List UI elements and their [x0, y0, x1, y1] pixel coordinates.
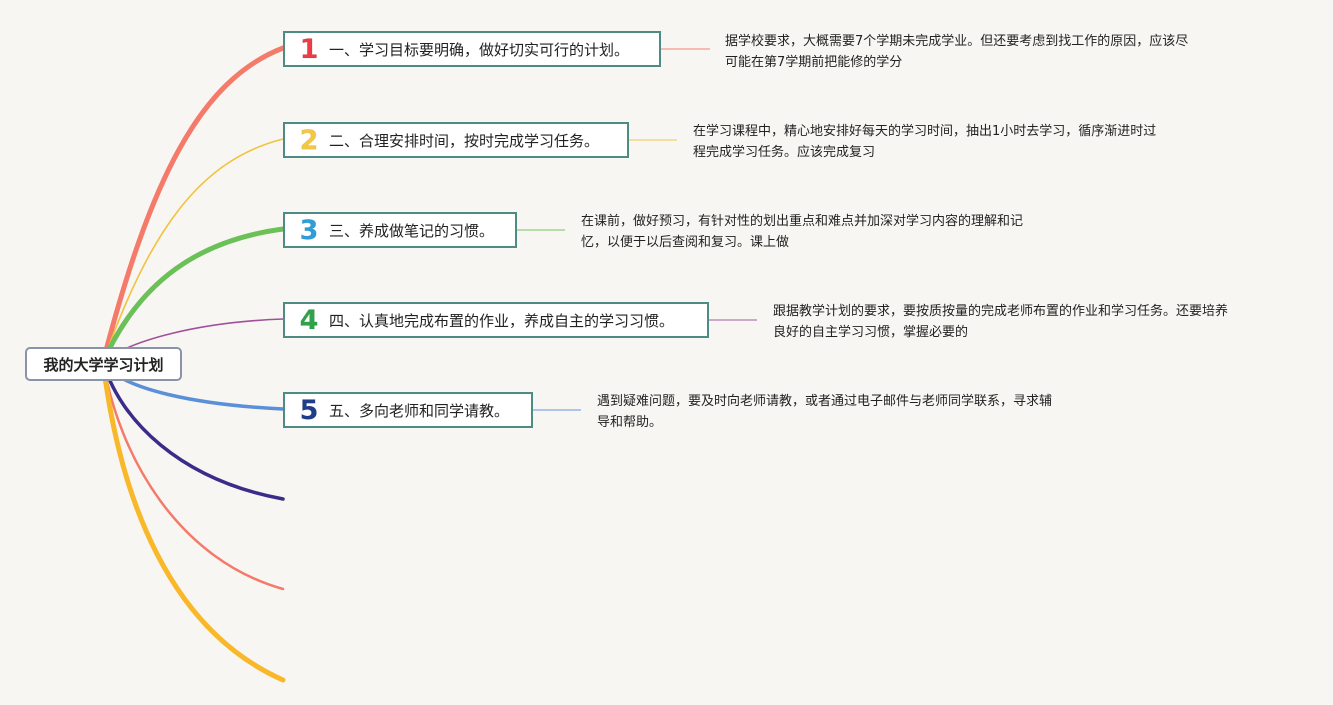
note-1[interactable]: 据学校要求，大概需要7个学期未完成学业。但还要考虑到找工作的原因，应该尽 可能在… — [725, 31, 1188, 73]
root-topic-label: 我的大学学习计划 — [43, 355, 164, 374]
branch-line-1 — [100, 45, 286, 365]
note-2-line-1: 在学习课程中，精心地安排好每天的学习时间，抽出1小时去学习，循序渐进时过 — [693, 124, 1157, 139]
topic-5[interactable]: 5 五、多向老师和同学请教。 — [283, 392, 533, 428]
note-2[interactable]: 在学习课程中，精心地安排好每天的学习时间，抽出1小时去学习，循序渐进时过 程完成… — [693, 121, 1156, 163]
topic-3-label: 三、养成做笔记的习惯。 — [329, 221, 495, 240]
topic-1-label: 一、学习目标要明确，做好切实可行的计划。 — [329, 40, 630, 59]
branch-line-2 — [102, 138, 284, 363]
note-5[interactable]: 遇到疑难问题，要及时向老师请教，或者通过电子邮件与老师同学联系，寻求辅 导和帮助… — [597, 391, 1052, 433]
note-4-line-1: 跟据教学计划的要求，要按质按量的完成老师布置的作业和学习任务。还要培养 — [773, 304, 1229, 319]
topic-4-number-icon: 4 — [299, 304, 319, 336]
root-topic[interactable]: 我的大学学习计划 — [25, 347, 182, 381]
topic-1-number-icon: 1 — [299, 33, 319, 65]
topic-3[interactable]: 3 三、养成做笔记的习惯。 — [283, 212, 517, 248]
note-5-line-1: 遇到疑难问题，要及时向老师请教，或者通过电子邮件与老师同学联系，寻求辅 — [597, 394, 1053, 409]
topic-2[interactable]: 2 二、合理安排时间，按时完成学习任务。 — [283, 122, 629, 158]
note-4-line-2: 良好的自主学习习惯，掌握必要的 — [773, 325, 969, 340]
note-5-line-2: 导和帮助。 — [597, 415, 663, 430]
topic-4-label: 四、认真地完成布置的作业，养成自主的学习习惯。 — [329, 311, 675, 330]
topic-2-number-icon: 2 — [299, 124, 319, 156]
topic-4[interactable]: 4 四、认真地完成布置的作业，养成自主的学习习惯。 — [283, 302, 709, 338]
note-3[interactable]: 在课前，做好预习，有针对性的划出重点和难点并加深对学习内容的理解和记 忆，以便于… — [581, 211, 1023, 253]
note-3-line-2: 忆，以便于以后查阅和复习。课上做 — [581, 235, 790, 250]
topic-5-number-icon: 5 — [299, 394, 319, 426]
topic-1[interactable]: 1 一、学习目标要明确，做好切实可行的计划。 — [283, 31, 661, 67]
note-4[interactable]: 跟据教学计划的要求，要按质按量的完成老师布置的作业和学习任务。还要培养 良好的自… — [773, 301, 1228, 343]
branch-line-3 — [100, 226, 286, 365]
branch-line-6 — [101, 360, 285, 501]
topic-3-number-icon: 3 — [299, 214, 319, 246]
note-2-line-2: 程完成学习任务。应该完成复习 — [693, 145, 876, 160]
branch-line-7 — [101, 360, 285, 591]
note-1-line-2: 可能在第7学期前把能修的学分 — [725, 55, 903, 70]
topic-2-label: 二、合理安排时间，按时完成学习任务。 — [329, 131, 600, 150]
topic-5-label: 五、多向老师和同学请教。 — [329, 401, 510, 420]
note-1-line-1: 据学校要求，大概需要7个学期未完成学业。但还要考虑到找工作的原因，应该尽 — [725, 34, 1189, 49]
note-3-line-1: 在课前，做好预习，有针对性的划出重点和难点并加深对学习内容的理解和记 — [581, 214, 1024, 229]
branch-line-8 — [100, 359, 286, 683]
